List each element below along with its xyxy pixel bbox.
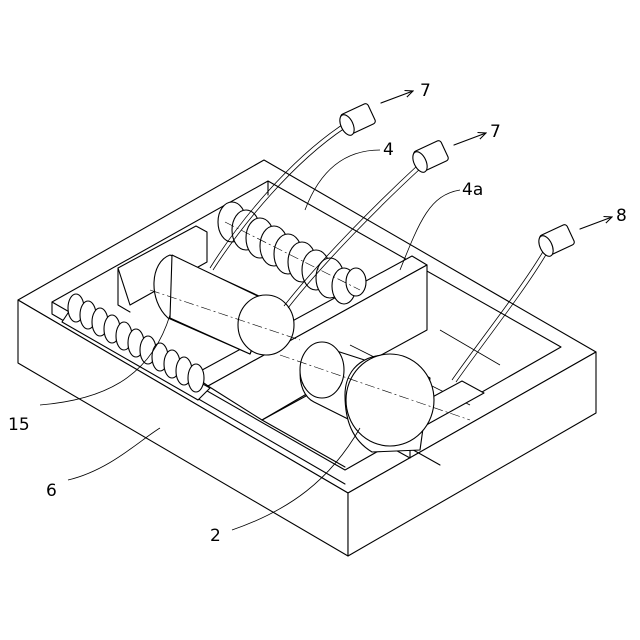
label-15: 15 (8, 415, 30, 435)
label-8: 8 (616, 206, 627, 226)
label-2: 2 (210, 526, 221, 546)
label-7b: 7 (490, 122, 501, 142)
label-6: 6 (46, 481, 57, 501)
label-4: 4 (383, 140, 394, 160)
label-4a: 4a (462, 180, 483, 200)
label-7a: 7 (420, 81, 431, 101)
